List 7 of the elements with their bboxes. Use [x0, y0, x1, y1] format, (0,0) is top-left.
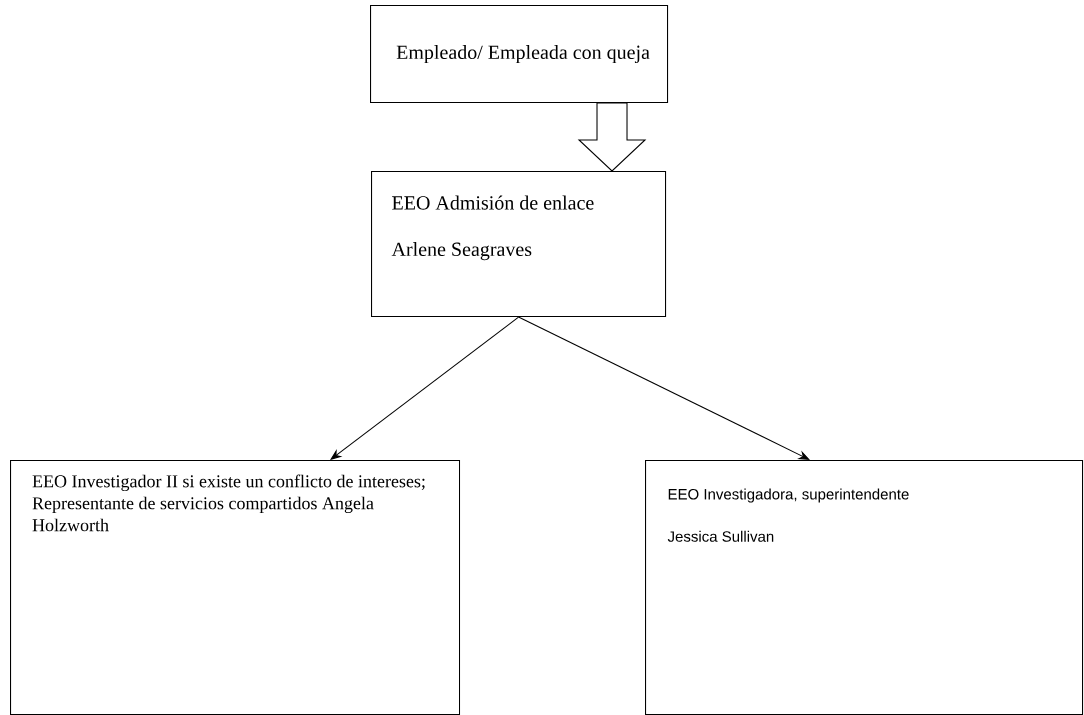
arrow: [330, 316, 520, 460]
process-box: Empleado/ Empleada con queja: [370, 5, 669, 104]
process-box: EEO Investigador II si existe un conflicto de intereses; Representante de servicios compartidos Angela Holzworth: [10, 460, 461, 715]
block-arrow: [577, 102, 647, 172]
process-box: EEO Investigadora, superintendente Jessica Sullivan: [645, 460, 1084, 715]
arrow: [518, 316, 810, 460]
process-box: EEO Admisión de enlace Arlene Seagraves: [371, 171, 667, 318]
